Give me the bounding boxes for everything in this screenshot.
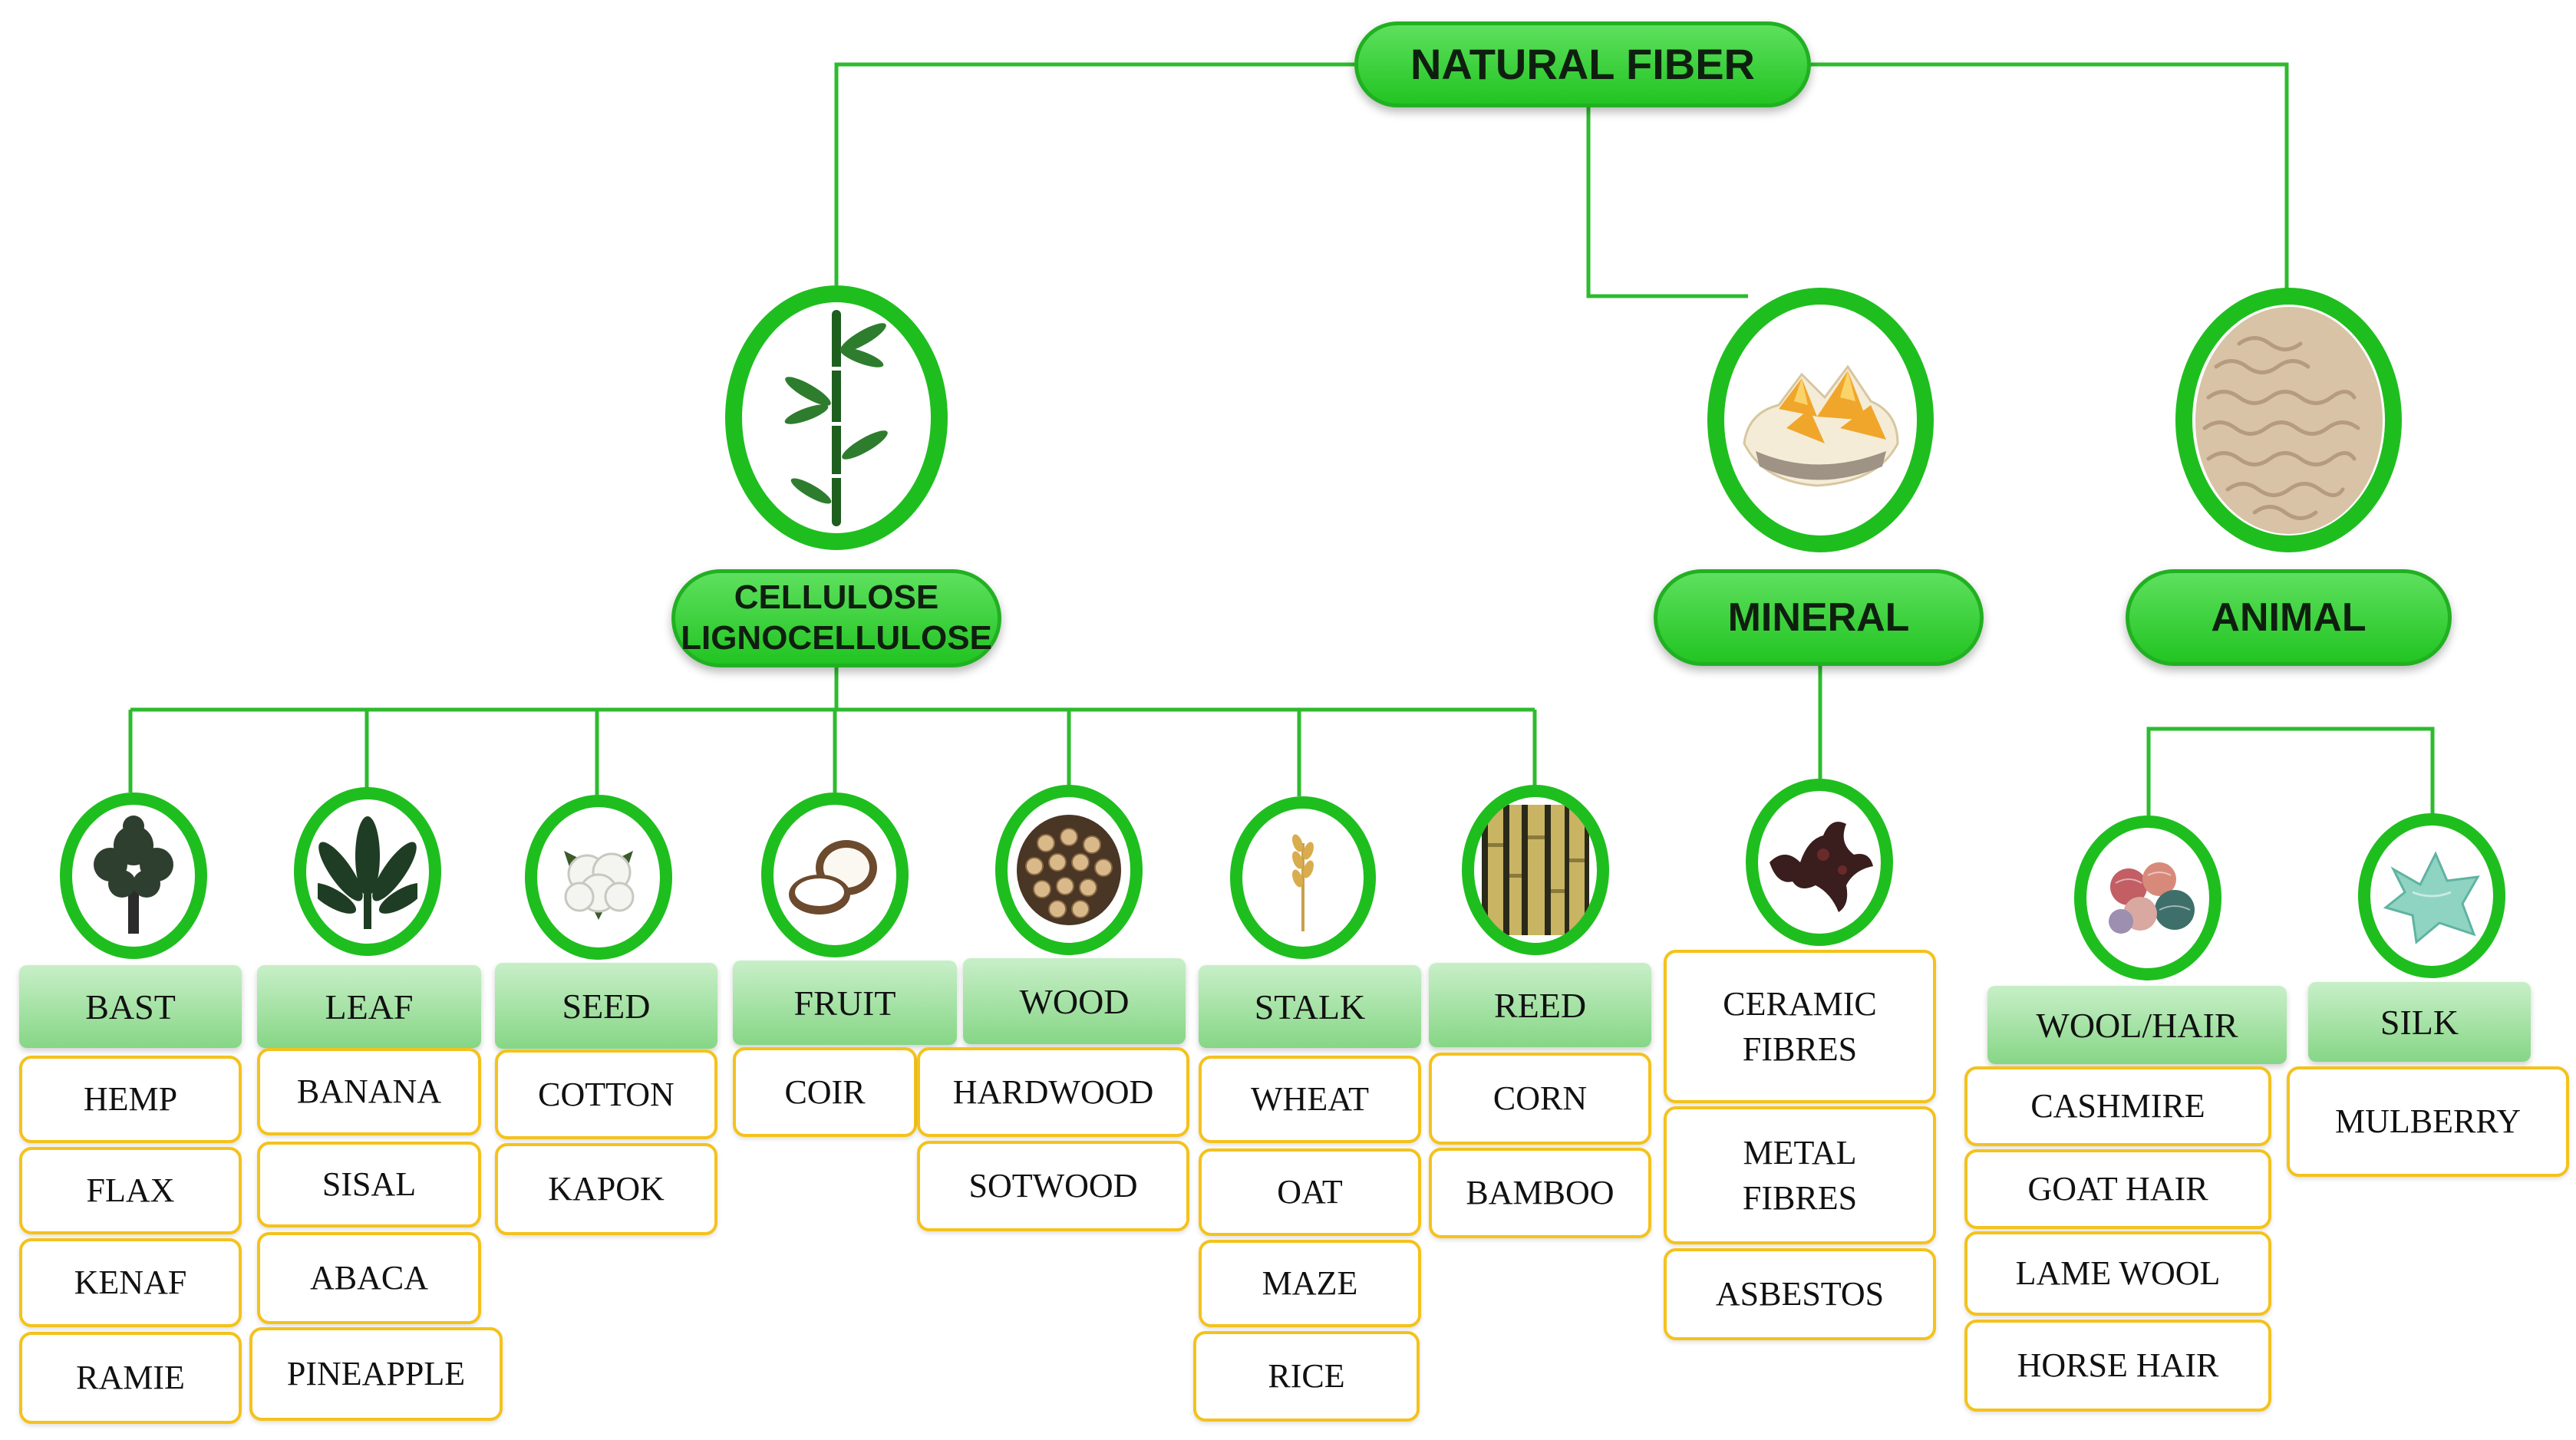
animal-label: ANIMAL xyxy=(2211,595,2367,640)
list-item: BAMBOO xyxy=(1429,1148,1651,1238)
wheat-icon xyxy=(1292,834,1314,931)
list-item: CERAMIC FIBRES xyxy=(1664,950,1936,1103)
list-item: ASBESTOS xyxy=(1664,1248,1936,1340)
wood-circle xyxy=(995,785,1143,955)
list-item: OAT xyxy=(1199,1148,1421,1236)
list-item: RICE xyxy=(1193,1331,1420,1422)
seed-label: SEED xyxy=(562,986,651,1026)
leaf-circle xyxy=(294,787,441,956)
fruit-label: FRUIT xyxy=(793,983,896,1023)
seed-circle xyxy=(525,795,672,960)
tree-icon xyxy=(94,815,173,934)
silk-label: SILK xyxy=(2380,1002,2459,1042)
bast-label: BAST xyxy=(85,987,176,1026)
list-item: LAME WOOL xyxy=(1964,1231,2271,1316)
list-item: COIR xyxy=(733,1047,917,1137)
mineral-fiber-circle xyxy=(1746,779,1893,946)
log-pile-icon xyxy=(1017,815,1121,925)
connector-animal-bar xyxy=(2146,727,2435,816)
mineral-label: MINERAL xyxy=(1727,595,1910,640)
asbestos-fiber-icon xyxy=(1770,822,1873,912)
animal-circle xyxy=(2175,288,2402,552)
list-item: MAZE xyxy=(1199,1240,1421,1327)
coconut-icon xyxy=(789,839,877,914)
list-item: MULBERRY xyxy=(2287,1066,2569,1177)
list-item: SISAL xyxy=(257,1142,481,1227)
list-item: METAL FIBRES xyxy=(1664,1106,1936,1244)
list-item: RAMIE xyxy=(19,1332,242,1424)
leaf-label: LEAF xyxy=(325,987,414,1026)
connector-root-cellulose xyxy=(834,62,1354,285)
silk-cloth-icon xyxy=(2383,850,2480,944)
seed-header: SEED xyxy=(495,963,717,1049)
list-item: SOTWOOD xyxy=(917,1141,1189,1231)
fruit-header: FRUIT xyxy=(733,961,957,1045)
silk-header: SILK xyxy=(2308,982,2531,1062)
bast-circle xyxy=(60,792,207,959)
wool-hair-circle xyxy=(2074,816,2221,980)
wood-label: WOOD xyxy=(1019,981,1130,1021)
stalk-circle xyxy=(1230,796,1376,959)
stalk-label: STALK xyxy=(1254,987,1366,1026)
list-item: HEMP xyxy=(19,1056,242,1143)
bast-header: BAST xyxy=(19,965,242,1048)
stalk-header: STALK xyxy=(1199,965,1421,1048)
silk-circle xyxy=(2358,813,2505,978)
mineral-category: MINERAL xyxy=(1654,569,1984,666)
fruit-circle xyxy=(761,792,909,957)
list-item: COTTON xyxy=(495,1050,717,1139)
cotton-boll-icon xyxy=(564,850,635,920)
list-item: KENAF xyxy=(19,1238,242,1327)
cellulose-circle xyxy=(725,285,948,550)
crystal-icon xyxy=(1742,364,1899,487)
leaf-plant-icon xyxy=(318,816,417,929)
connector-root-animal xyxy=(1811,62,2289,288)
list-item: CASHMIRE xyxy=(1964,1066,2271,1146)
connector-root-mineral xyxy=(1586,107,1748,298)
wool-hair-header: WOOL/HAIR xyxy=(1987,986,2287,1064)
leaf-header: LEAF xyxy=(257,965,481,1048)
list-item: GOAT HAIR xyxy=(1964,1149,2271,1229)
yarn-balls-icon xyxy=(2109,862,2195,934)
list-item: PINEAPPLE xyxy=(249,1327,503,1421)
reed-header: REED xyxy=(1429,963,1651,1047)
root-node: NATURAL FIBER xyxy=(1354,21,1811,107)
wood-header: WOOD xyxy=(963,958,1186,1044)
cellulose-category: CELLULOSE LIGNOCELLULOSE xyxy=(671,569,1001,667)
mineral-circle xyxy=(1707,288,1934,552)
list-item: WHEAT xyxy=(1199,1056,1421,1143)
list-item: HARDWOOD xyxy=(917,1047,1189,1137)
reed-circle xyxy=(1462,785,1609,955)
list-item: HORSE HAIR xyxy=(1964,1320,2271,1412)
bamboo-icon xyxy=(784,309,888,526)
animal-category: ANIMAL xyxy=(2126,569,2452,666)
root-label: NATURAL FIBER xyxy=(1410,40,1755,89)
bamboo-stalks-icon xyxy=(1482,805,1589,935)
list-item: KAPOK xyxy=(495,1143,717,1235)
cellulose-line2: LIGNOCELLULOSE xyxy=(681,619,992,657)
list-item: CORN xyxy=(1429,1053,1651,1145)
list-item: BANANA xyxy=(257,1048,481,1135)
reed-label: REED xyxy=(1493,985,1587,1025)
cellulose-line1: CELLULOSE xyxy=(734,578,939,617)
wool-hair-label: WOOL/HAIR xyxy=(2036,1005,2238,1045)
list-item: FLAX xyxy=(19,1147,242,1234)
list-item: ABACA xyxy=(257,1232,481,1324)
fleece-icon xyxy=(2195,306,2383,534)
